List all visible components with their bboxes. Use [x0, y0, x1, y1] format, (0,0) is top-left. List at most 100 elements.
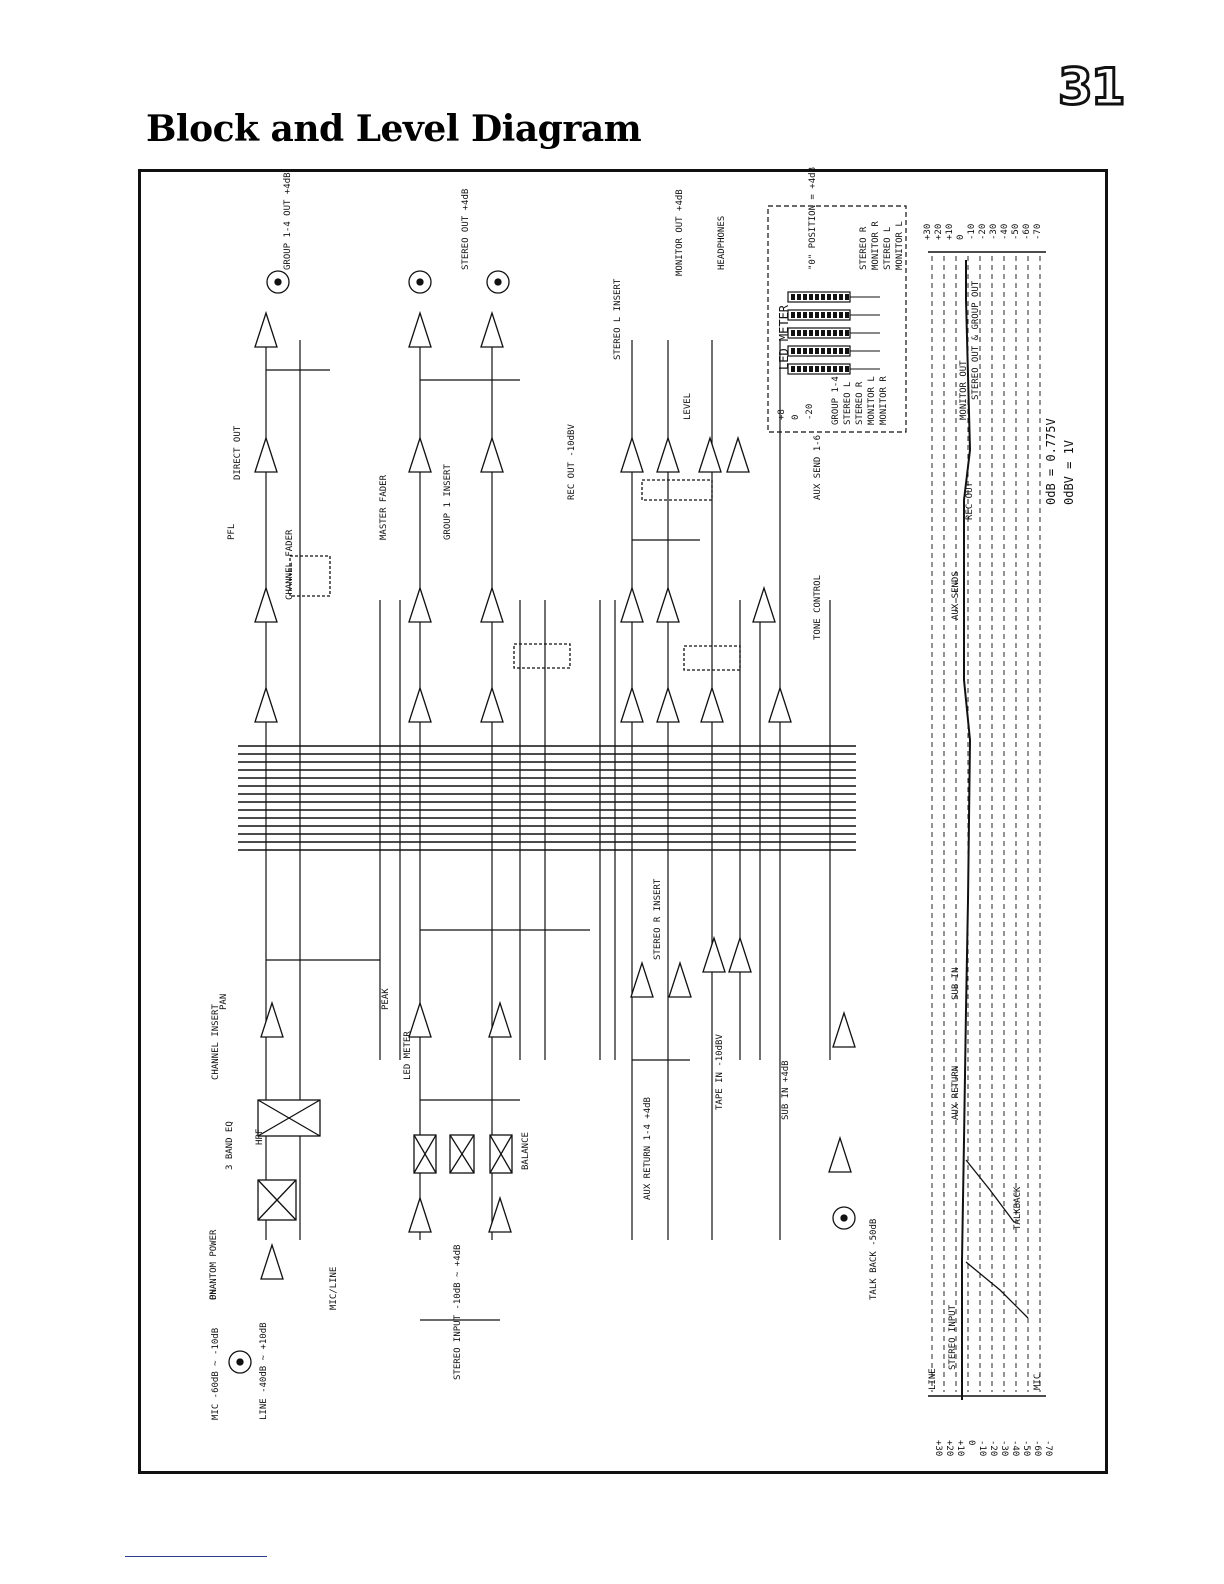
- led-segment: [833, 312, 837, 318]
- led-segment: [803, 294, 807, 300]
- led-channel-label: STEREO L: [843, 382, 853, 425]
- xlr-pin: [494, 278, 502, 286]
- switch-block: [513, 643, 571, 669]
- level-label: MONITOR OUT: [959, 360, 969, 420]
- led-segment: [797, 366, 801, 372]
- reference-0dbv: 0dBV = 1V: [1062, 440, 1076, 505]
- output-label: MONITOR OUT +4dB: [675, 189, 685, 276]
- led-meter-block: LED METER "0" POSITION = +4dB: [767, 167, 907, 433]
- amplifier-symbol: [832, 1010, 856, 1048]
- led-segment: [791, 330, 795, 336]
- level-tick-top: -60: [1022, 224, 1032, 240]
- xlr-pin: [416, 278, 424, 286]
- input-label: STEREO INPUT -10dB ~ +4dB: [453, 1245, 463, 1380]
- led-segment: [845, 330, 849, 336]
- amplifier-symbol: [656, 435, 680, 473]
- led-segment: [821, 348, 825, 354]
- block-label: STEREO R INSERT: [653, 878, 663, 960]
- level-tick-bottom: -70: [1043, 1440, 1053, 1456]
- led-segment: [803, 330, 807, 336]
- led-position-label: STEREO R: [859, 226, 869, 270]
- led-segment: [833, 348, 837, 354]
- led-meter-border: [767, 205, 907, 433]
- level-tick-bottom: 0: [966, 1440, 976, 1445]
- output-label: AUX SEND 1-6: [813, 435, 823, 500]
- led-meter-bars: [787, 291, 880, 375]
- level-tick-bottom: +10: [955, 1440, 965, 1456]
- led-segment: [791, 312, 795, 318]
- led-segment: [833, 366, 837, 372]
- input-label: SUB IN +4dB: [781, 1060, 791, 1120]
- eq-block-diag: [449, 1134, 475, 1174]
- led-segment: [803, 366, 807, 372]
- level-tick-top: -10: [967, 224, 977, 240]
- led-segment: [845, 366, 849, 372]
- amplifier-symbol: [488, 1000, 512, 1038]
- switch-block: [683, 645, 741, 671]
- level-tick-bottom: -50: [1021, 1440, 1031, 1456]
- level-trace-talkback: [965, 1159, 1015, 1223]
- input-label: MIC -60dB ~ -10dB: [211, 1328, 221, 1420]
- amplifier-symbol: [260, 1242, 284, 1280]
- switch-block: [641, 479, 713, 501]
- led-segment: [839, 366, 843, 372]
- amplifier-symbol: [480, 310, 504, 348]
- amplifier-symbol: [768, 685, 792, 723]
- led-segment: [791, 366, 795, 372]
- block-label: PHANTOM POWER: [209, 1229, 219, 1300]
- led-segment: [827, 294, 831, 300]
- level-label: AUX RETURN: [951, 1066, 961, 1120]
- eq-block-diag: [413, 1134, 437, 1174]
- led-segment: [839, 312, 843, 318]
- level-tick-top: -20: [978, 224, 988, 240]
- block-label: BALANCE: [521, 1132, 531, 1170]
- led-segment: [797, 348, 801, 354]
- led-position-label: STEREO L: [883, 227, 893, 270]
- led-segment: [809, 330, 813, 336]
- output-label: GROUP 1-4 OUT +4dB: [283, 172, 293, 270]
- amplifier-symbol: [254, 310, 278, 348]
- block-label: PEAK: [381, 988, 391, 1010]
- led-segment: [815, 294, 819, 300]
- level-label: REC OUT: [965, 481, 975, 520]
- led-scale-label: +8: [777, 409, 787, 420]
- level-diagram: +30+30+20+20+10+1000-10-10-20-20-30-30-4…: [923, 224, 1076, 1457]
- led-segment: [845, 348, 849, 354]
- block-label: PAN: [219, 994, 229, 1010]
- led-segment: [815, 366, 819, 372]
- level-tick-top: +10: [945, 224, 955, 240]
- level-tick-bottom: -10: [977, 1440, 987, 1456]
- level-tick-top: -40: [1000, 224, 1010, 240]
- led-segment: [833, 294, 837, 300]
- led-segment: [839, 348, 843, 354]
- led-segment: [845, 294, 849, 300]
- level-tick-top: +30: [923, 224, 933, 240]
- level-label: LINE: [928, 1368, 938, 1390]
- block-label: CHANNEL FADER: [285, 529, 295, 600]
- amplifier-symbol: [480, 585, 504, 623]
- led-segment: [797, 294, 801, 300]
- led-segment: [803, 312, 807, 318]
- led-segment: [839, 294, 843, 300]
- led-segment: [821, 366, 825, 372]
- footer-rule: [125, 1556, 267, 1557]
- led-segment: [797, 330, 801, 336]
- led-segment: [833, 330, 837, 336]
- reference-0db: 0dB = 0.775V: [1044, 418, 1058, 505]
- amplifier-symbol: [752, 585, 776, 623]
- amplifier-symbol: [480, 685, 504, 723]
- amplifier-symbol: [828, 1135, 852, 1173]
- mix-bus-lines: [238, 745, 856, 851]
- amplifier-symbol: [408, 685, 432, 723]
- led-segment: [821, 294, 825, 300]
- amplifier-symbol: [620, 435, 644, 473]
- block-label: LEVEL: [683, 393, 693, 420]
- led-segment: [797, 312, 801, 318]
- block-label: LED METER: [403, 1031, 413, 1080]
- led-scale-label: 0: [791, 415, 801, 420]
- output-label: STEREO OUT +4dB: [461, 189, 471, 270]
- level-tick-top: 0: [956, 235, 966, 240]
- led-meter-title: LED METER: [777, 304, 791, 370]
- input-label: TAPE IN -10dBV: [715, 1034, 725, 1110]
